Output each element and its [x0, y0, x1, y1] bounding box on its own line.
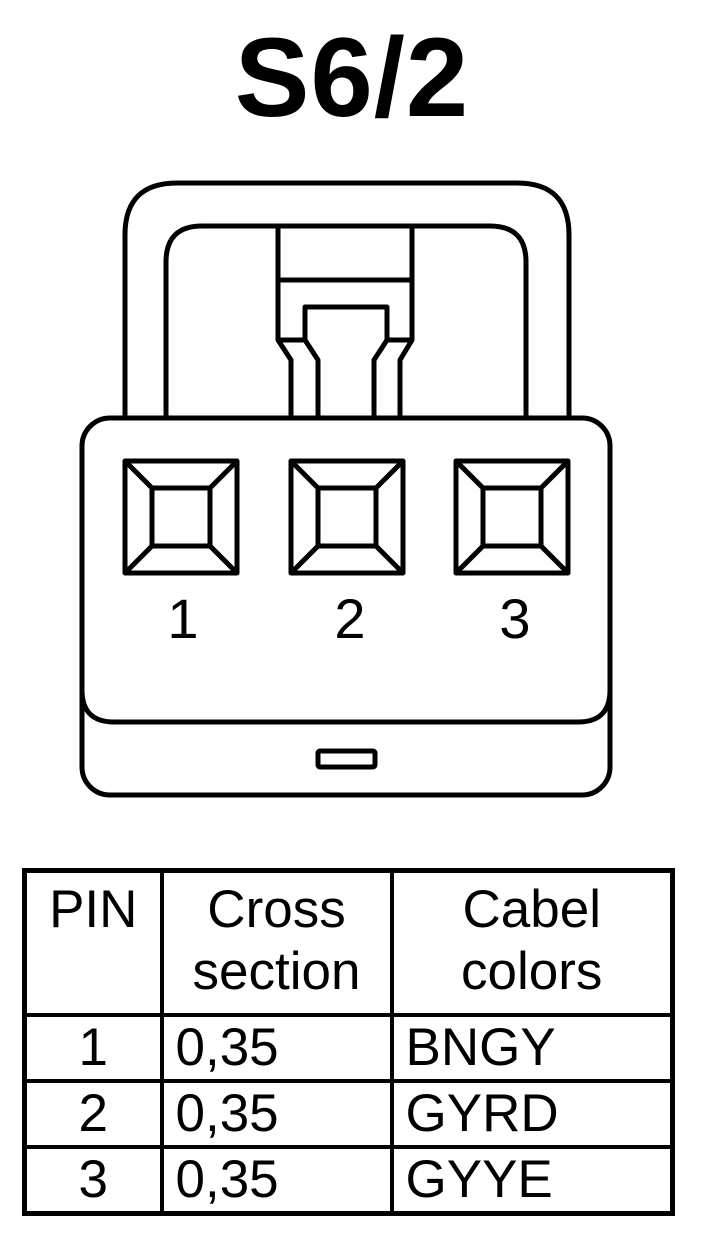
header-colors-line2: colors [461, 942, 603, 1001]
latch [122, 180, 572, 420]
header-pin: PIN [22, 868, 164, 1017]
table-header-row: PIN Cross section Cabel colors [22, 868, 675, 1017]
pin-2-cavity [288, 458, 406, 576]
row-pin: 2 [22, 1079, 164, 1149]
connector-title: S6/2 [234, 15, 470, 140]
pin-3-cavity [453, 458, 571, 576]
header-cross-line1: Cross [207, 880, 346, 939]
latch-tab-stem [275, 280, 415, 420]
row-pin: 1 [22, 1013, 164, 1083]
row-pin: 3 [22, 1145, 164, 1216]
row-cable-colors: BNGY [389, 1013, 675, 1083]
row-cross-section: 0,35 [159, 1079, 394, 1149]
housing-body [79, 415, 613, 798]
header-cross-line2: section [192, 942, 361, 1001]
table-row: 2 0,35 GYRD [22, 1079, 675, 1149]
header-pin-label: PIN [49, 880, 138, 939]
row-cable-colors: GYYE [389, 1145, 675, 1216]
latch-inner-loop [163, 223, 529, 420]
pin-assignment-table: PIN Cross section Cabel colors 1 0,35 BN… [22, 868, 675, 1216]
connector-diagram: 1 2 3 [79, 180, 613, 798]
keying-slot [315, 748, 378, 770]
row-cross-section: 0,35 [159, 1013, 394, 1083]
row-cable-colors: GYRD [389, 1079, 675, 1149]
pin-number-2: 2 [334, 587, 365, 650]
connector-housing [79, 415, 613, 798]
housing-lower-ledge [79, 689, 613, 725]
latch-tab-block [275, 223, 415, 283]
header-cross-section: Cross section [159, 868, 394, 1017]
latch-outer-loop [122, 180, 572, 420]
header-cable-colors: Cabel colors [389, 868, 675, 1017]
table-row: 1 0,35 BNGY [22, 1013, 675, 1083]
header-colors-line1: Cabel [462, 880, 601, 939]
pin-1-cavity [122, 458, 240, 576]
row-cross-section: 0,35 [159, 1145, 394, 1216]
pin-number-3: 3 [499, 587, 530, 650]
table-row: 3 0,35 GYYE [22, 1145, 675, 1216]
pin-number-1: 1 [167, 587, 198, 650]
